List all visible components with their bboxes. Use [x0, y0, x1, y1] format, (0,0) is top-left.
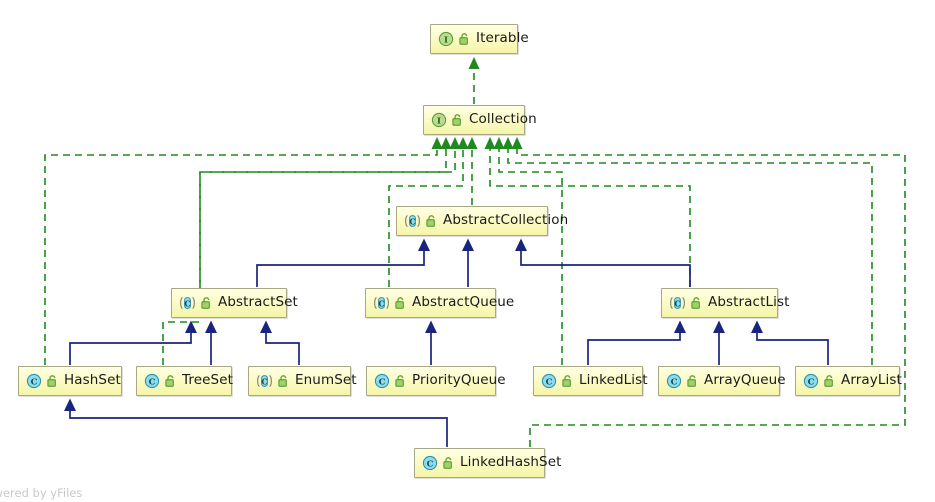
class-node-label: PriorityQueue: [412, 372, 506, 389]
class-node-abstractset[interactable]: C AbstractSet: [171, 288, 298, 318]
class-c-icon: C: [144, 373, 160, 389]
public-lock-icon: [278, 374, 287, 387]
class-node-priorityqueue[interactable]: C PriorityQueue: [366, 366, 506, 396]
class-node-abstractcollection[interactable]: C AbstractCollection: [396, 206, 568, 236]
class-node-arraylist[interactable]: C ArrayList: [795, 366, 902, 396]
edge-abstractset-collection: [199, 137, 461, 287]
abstract-class-c-icon: C: [180, 296, 195, 310]
svg-text:C: C: [184, 298, 190, 308]
edge-abstractlist-collection: [484, 137, 691, 287]
class-node-label: AbstractSet: [218, 294, 298, 311]
edge-hashset-collection: [44, 137, 443, 365]
class-node-abstractqueue[interactable]: C AbstractQueue: [365, 288, 514, 318]
class-c-icon: C: [803, 373, 819, 389]
interface-i-icon: I: [438, 31, 454, 47]
svg-text:C: C: [149, 377, 156, 387]
svg-text:C: C: [261, 376, 267, 386]
svg-text:C: C: [808, 377, 815, 387]
svg-text:C: C: [409, 216, 415, 226]
edge-linkedhashset-collection: [511, 137, 906, 447]
svg-text:I: I: [437, 116, 441, 126]
svg-text:C: C: [378, 298, 384, 308]
edge-linkedhashset-hashset: [64, 398, 448, 447]
public-lock-icon: [824, 374, 833, 387]
class-node-label: EnumSet: [295, 372, 357, 389]
svg-text:C: C: [379, 377, 386, 387]
abstract-class-c-icon: C: [374, 296, 389, 310]
class-node-hashset[interactable]: C HashSet: [18, 366, 122, 396]
abstract-class-c-icon: C: [257, 374, 272, 388]
class-node-label: AbstractCollection: [443, 212, 569, 229]
svg-text:C: C: [427, 459, 434, 469]
public-lock-icon: [426, 214, 435, 227]
edge-hashset-abstractset: [69, 320, 197, 365]
public-lock-icon: [201, 296, 210, 309]
edge-arraylist-abstractlist: [751, 320, 829, 365]
class-node-label: AbstractQueue: [412, 294, 515, 311]
edge-abstractqueue-collection: [388, 137, 469, 287]
edge-linkedlist-collection: [493, 137, 563, 365]
public-lock-icon: [691, 296, 700, 309]
edge-arraylist-collection: [502, 137, 873, 365]
svg-text:C: C: [31, 377, 38, 387]
class-c-icon: C: [374, 373, 390, 389]
svg-text:C: C: [546, 377, 553, 387]
abstract-class-c-icon: C: [405, 214, 420, 228]
yfiles-watermark: Powered by yFiles: [0, 486, 83, 500]
class-node-collection[interactable]: I Collection: [423, 105, 537, 135]
class-node-label: HashSet: [64, 372, 121, 389]
class-node-label: LinkedList: [579, 372, 648, 389]
public-lock-icon: [459, 32, 468, 45]
svg-text:C: C: [671, 377, 678, 387]
public-lock-icon: [687, 374, 696, 387]
class-node-label: ArrayList: [841, 372, 902, 389]
class-c-icon: C: [422, 455, 438, 471]
class-node-label: AbstractList: [708, 294, 790, 311]
svg-text:I: I: [444, 35, 448, 45]
class-node-treeset[interactable]: C TreeSet: [136, 366, 233, 396]
public-lock-icon: [47, 374, 56, 387]
edge-linkedlist-abstractlist: [587, 320, 686, 365]
class-c-icon: C: [26, 373, 42, 389]
class-node-label: LinkedHashSet: [460, 454, 562, 471]
public-lock-icon: [443, 456, 452, 469]
edge-treeset-collection: [162, 137, 452, 365]
public-lock-icon: [562, 374, 571, 387]
public-lock-icon: [395, 296, 404, 309]
class-node-label: Collection: [469, 111, 537, 128]
class-node-label: TreeSet: [182, 372, 233, 389]
edge-enumset-abstractset: [260, 320, 300, 365]
realization-edges: [44, 57, 906, 447]
edge-abstractlist-abstractcollection: [515, 238, 691, 287]
class-node-abstractlist[interactable]: C AbstractList: [661, 288, 789, 318]
public-lock-icon: [452, 113, 461, 126]
class-node-label: ArrayQueue: [704, 372, 786, 389]
class-node-linkedlist[interactable]: C LinkedList: [533, 366, 648, 396]
class-node-linkedhashset[interactable]: C LinkedHashSet: [414, 448, 561, 478]
svg-text:C: C: [674, 298, 680, 308]
class-c-icon: C: [541, 373, 557, 389]
class-node-arrayqueue[interactable]: C ArrayQueue: [658, 366, 786, 396]
class-node-enumset[interactable]: C EnumSet: [248, 366, 357, 396]
edge-abstractset-abstractcollection: [256, 238, 430, 287]
abstract-class-c-icon: C: [670, 296, 685, 310]
public-lock-icon: [395, 374, 404, 387]
public-lock-icon: [165, 374, 174, 387]
inheritance-edges: [64, 238, 829, 447]
class-node-label: Iterable: [476, 30, 529, 47]
class-c-icon: C: [666, 373, 682, 389]
class-node-iterable[interactable]: I Iterable: [430, 24, 529, 54]
interface-i-icon: I: [431, 112, 447, 128]
